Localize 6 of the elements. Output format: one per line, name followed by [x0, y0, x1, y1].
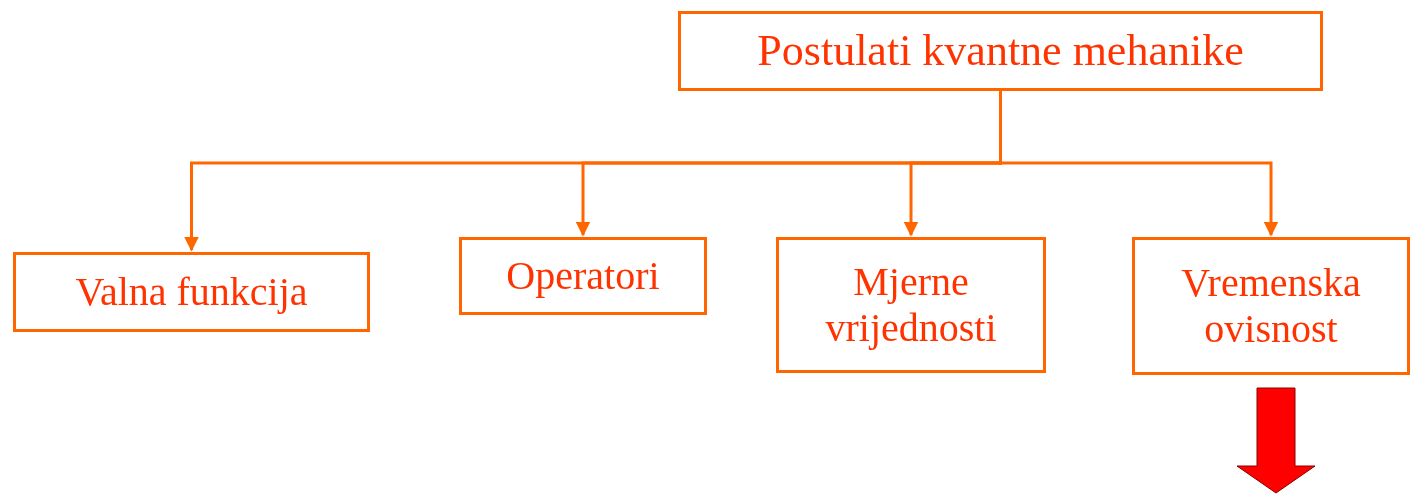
- topic-box: Valna funkcija: [13, 252, 370, 332]
- topic-box: Vremenska ovisnost: [1132, 237, 1410, 375]
- topic-box: Mjerne vrijednosti: [776, 237, 1046, 373]
- title-box: Postulati kvantne mehanike: [678, 11, 1323, 91]
- topic-box: Operatori: [459, 237, 707, 315]
- arrow: [999, 91, 1279, 237]
